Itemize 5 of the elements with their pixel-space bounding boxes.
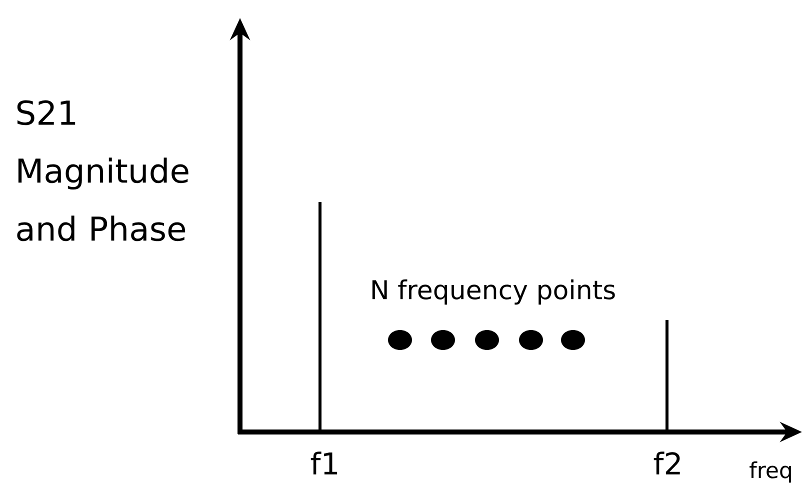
tick-label: f1 [310,452,338,474]
axis-label: S21 Magnitude and Phase [17,100,188,242]
axis-label: freq [750,461,791,483]
annotation-text: N frequency points [372,279,615,305]
tick-label: f2 [654,452,680,474]
